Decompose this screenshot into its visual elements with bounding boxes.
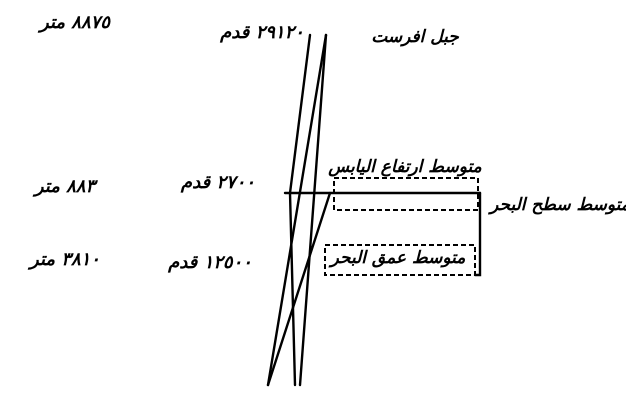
profile-line-1: [268, 35, 326, 385]
avg-sea-depth-label: متوسط عمق البحر: [328, 248, 467, 268]
sea-level-label: متوسط سطح البحر: [487, 195, 626, 215]
profile-lines: [268, 35, 330, 385]
land-meters-label: ٨٨٣ متر: [32, 176, 99, 197]
everest-name-label: جبل افرست: [371, 27, 459, 47]
avg-land-height-label: متوسط ارتفاع اليابس: [327, 157, 482, 177]
sea-meters-label: ٣٨١٠ متر: [27, 249, 100, 270]
profile-line-3: [290, 35, 310, 193]
land-feet-label: ٢٧٠٠ قدم: [180, 172, 255, 193]
sea-feet-label: ١٢٥٠٠ قدم: [167, 252, 252, 273]
everest-feet-label: ٢٩١٢٠ قدم: [219, 22, 304, 43]
everest-meters-label: ٨٨٧٥ متر: [37, 12, 111, 33]
profile-line-5: [268, 193, 330, 385]
